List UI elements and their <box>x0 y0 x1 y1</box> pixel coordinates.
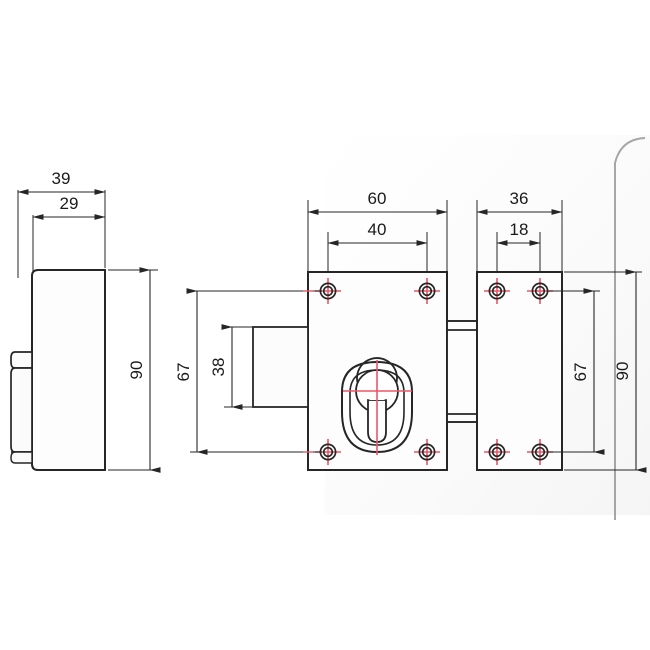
front-view-group: 60 40 <box>174 189 448 471</box>
dimension-67-right-label: 67 <box>571 363 590 382</box>
dimension-38-label: 38 <box>209 358 228 377</box>
dimension-18-label: 18 <box>510 220 529 239</box>
dimension-90-left-label: 90 <box>127 361 146 380</box>
side-view-bolt-lower <box>10 451 33 464</box>
dimension-29: 29 <box>32 194 106 220</box>
side-view-body <box>31 269 106 471</box>
dimension-36: 36 <box>476 189 563 215</box>
side-view-group: 39 29 90 <box>10 169 161 473</box>
hole-centre-guides <box>303 290 313 453</box>
dimension-67-left-label: 67 <box>174 363 193 382</box>
keep-view-group: 36 18 67 <box>476 189 647 473</box>
cylinder-escutcheon <box>341 357 413 455</box>
dimension-39: 39 <box>17 169 106 195</box>
dimension-90-right: 90 <box>564 269 647 473</box>
connecting-bolt <box>446 320 479 423</box>
side-view-bolt-body <box>10 367 33 453</box>
dimension-40: 40 <box>327 220 428 246</box>
dimension-18: 18 <box>496 220 541 246</box>
dimension-67-left: 67 <box>174 288 322 455</box>
dimension-60-label: 60 <box>368 189 387 208</box>
dimension-60: 60 <box>307 189 448 215</box>
dimension-67-right: 67 <box>548 288 605 455</box>
side-view-bolt-upper <box>10 351 33 369</box>
dimension-40-label: 40 <box>368 220 387 239</box>
dimension-38: 38 <box>209 324 258 410</box>
dimension-90-left: 90 <box>108 267 161 473</box>
dimension-90-right-label: 90 <box>613 362 632 381</box>
keep-plate <box>476 271 563 471</box>
dimension-29-label: 29 <box>60 194 79 213</box>
front-view-nose <box>252 326 309 408</box>
page-corner-arc <box>614 137 646 520</box>
dimension-36-label: 36 <box>510 189 529 208</box>
dimension-39-label: 39 <box>52 169 71 188</box>
